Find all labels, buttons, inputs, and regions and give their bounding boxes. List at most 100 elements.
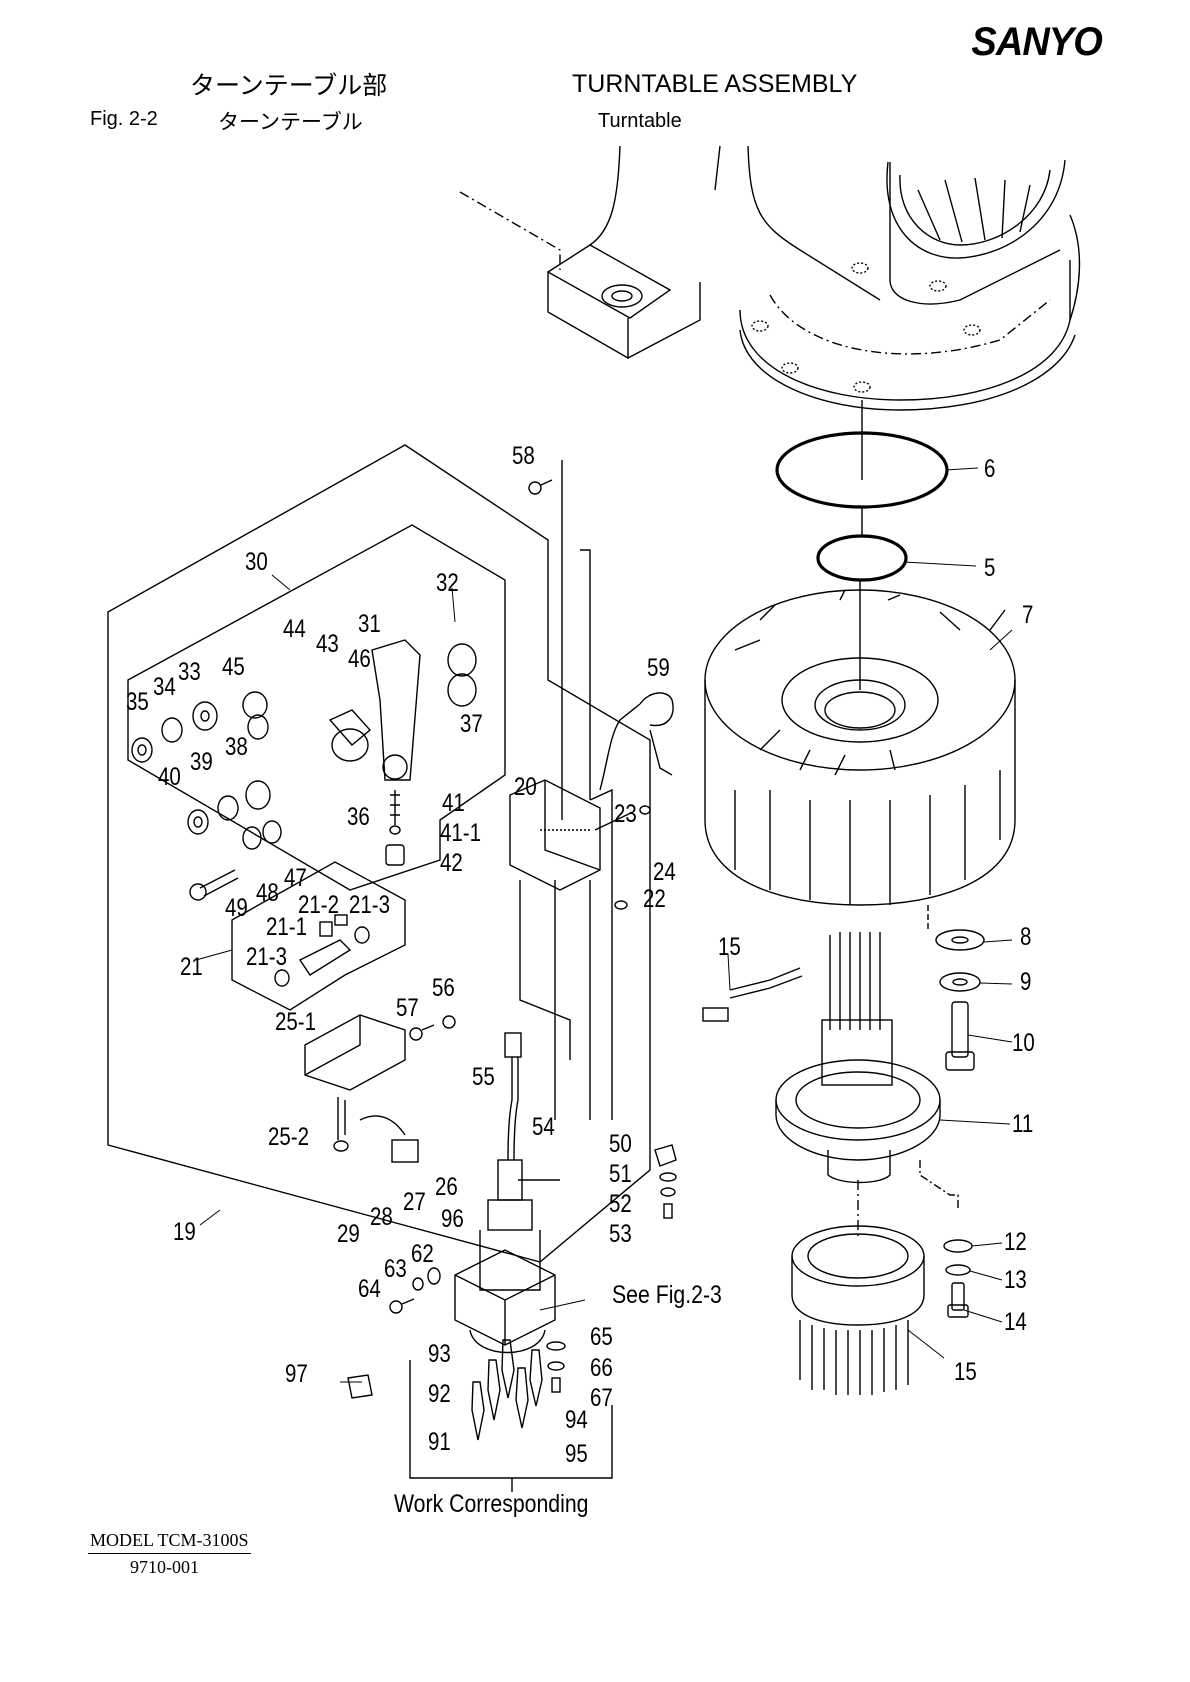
callout-10: 10 (1012, 1029, 1035, 1057)
callout-28: 28 (370, 1203, 393, 1231)
nozzle-column (454, 1032, 560, 1354)
callout-8: 8 (1020, 923, 1032, 951)
callout-39: 39 (190, 748, 213, 776)
callout-55: 55 (472, 1063, 495, 1091)
callout-21: 21 (180, 953, 203, 981)
callout-14: 14 (1004, 1308, 1027, 1336)
connector-assembly (775, 929, 1013, 1240)
leader-lines (199, 574, 586, 1383)
callout-32: 32 (436, 569, 459, 597)
pipe-hose (599, 692, 674, 791)
callout-46: 46 (348, 645, 371, 673)
callout-20: 20 (514, 773, 537, 801)
callout-37: 37 (460, 710, 483, 738)
callout-41-1: 41-1 (440, 819, 482, 847)
callout-36: 36 (347, 803, 370, 831)
callout-64: 64 (358, 1275, 381, 1303)
cable-harness (702, 953, 803, 1022)
brand-logo: SANYO (971, 20, 1102, 64)
callout-52: 52 (609, 1190, 632, 1218)
callout-49: 49 (225, 894, 248, 922)
callout-12: 12 (1004, 1228, 1027, 1256)
callout-92: 92 (428, 1380, 451, 1408)
callout-45: 45 (222, 653, 245, 681)
callout-56: 56 (432, 974, 455, 1002)
turntable-drum (704, 580, 1016, 930)
figure-title-en: Turntable (598, 110, 682, 132)
callout-57: 57 (396, 994, 419, 1022)
nozzles (471, 1339, 543, 1441)
callout-91: 91 (428, 1428, 451, 1456)
figure-title-jp: ターンテーブル (218, 110, 363, 134)
callout-21-3-lower: 21-3 (246, 943, 288, 971)
callout-44: 44 (283, 615, 306, 643)
revision-code: 9710-001 (130, 1557, 199, 1577)
callout-94: 94 (565, 1406, 588, 1434)
callout-38: 38 (225, 733, 248, 761)
callout-53: 53 (609, 1220, 632, 1248)
callout-48: 48 (256, 879, 279, 907)
callout-35: 35 (126, 688, 149, 716)
callout-50: 50 (609, 1130, 632, 1158)
callout-30: 30 (245, 548, 268, 576)
callout-5: 5 (984, 554, 996, 582)
callout-65: 65 (590, 1323, 613, 1351)
callout-25-1: 25-1 (275, 1008, 317, 1036)
callout-23: 23 (614, 800, 637, 828)
callout-63: 63 (384, 1255, 407, 1283)
callout-93: 93 (428, 1340, 451, 1368)
callout-47: 47 (284, 864, 307, 892)
callout-15-lower: 15 (954, 1358, 977, 1386)
callout-25-2: 25-2 (268, 1123, 310, 1151)
callout-21-1: 21-1 (266, 913, 308, 941)
callout-24: 24 (653, 858, 676, 886)
callout-13: 13 (1004, 1266, 1027, 1294)
callout-21-2: 21-2 (298, 891, 340, 919)
callout-6: 6 (984, 455, 996, 483)
callout-40: 40 (158, 763, 181, 791)
callout-7: 7 (1022, 601, 1034, 629)
solenoid-valve (304, 1014, 419, 1163)
bolt-washers (189, 820, 282, 901)
slide-block (509, 460, 613, 1120)
callout-96: 96 (441, 1205, 464, 1233)
o-rings (775, 431, 979, 582)
callout-51: 51 (609, 1160, 632, 1188)
cable-plug (791, 1225, 1003, 1395)
callout-66: 66 (590, 1354, 613, 1382)
callout-41: 41 (442, 789, 465, 817)
section-title-en: TURNTABLE ASSEMBLY (572, 70, 858, 98)
section-title-jp: ターンテーブル部 (190, 71, 388, 100)
callout-59: 59 (647, 654, 670, 682)
callout-31: 31 (358, 610, 381, 638)
callout-19: 19 (173, 1218, 196, 1246)
callout-97: 97 (285, 1360, 308, 1388)
model-number: MODEL TCM-3100S (88, 1530, 251, 1554)
callout-22: 22 (643, 885, 666, 913)
left-assembly-frames (107, 444, 651, 1263)
callout-58: 58 (512, 442, 535, 470)
callout-67: 67 (590, 1384, 613, 1412)
callout-42: 42 (440, 849, 463, 877)
callout-11: 11 (1012, 1110, 1034, 1138)
work-corresponding-bracket (409, 1360, 613, 1492)
valve-spool (274, 914, 370, 987)
callout-62: 62 (411, 1240, 434, 1268)
callout-95: 95 (565, 1440, 588, 1468)
small-screws (409, 479, 651, 1041)
figure-number: Fig. 2-2 (90, 108, 158, 130)
callout-33: 33 (178, 658, 201, 686)
callout-43: 43 (316, 630, 339, 658)
work-corresponding-note: Work Corresponding (394, 1490, 589, 1518)
machine-body (459, 145, 1081, 480)
callout-15-upper: 15 (718, 933, 741, 961)
mounting-hardware (347, 1144, 677, 1399)
callout-54: 54 (532, 1113, 555, 1141)
callout-34: 34 (153, 673, 176, 701)
callout-29: 29 (337, 1220, 360, 1248)
callout-21-3-upper: 21-3 (349, 891, 391, 919)
cam-parts (131, 639, 477, 866)
callout-9: 9 (1020, 968, 1032, 996)
callout-26: 26 (435, 1173, 458, 1201)
